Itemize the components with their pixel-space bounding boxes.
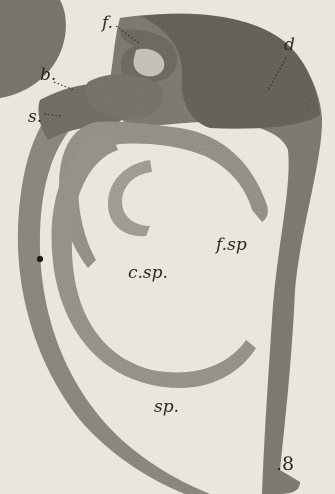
label-csp: c.sp.	[128, 263, 168, 283]
outer-arc-sp	[18, 96, 210, 494]
label-sp: sp.	[154, 397, 179, 417]
label-f: f.	[100, 13, 113, 33]
label-s: s.	[28, 107, 42, 127]
label-fsp: f.sp	[214, 235, 247, 255]
label-d: d	[284, 35, 295, 55]
small-curl-csp	[108, 160, 152, 236]
figure-number: .8	[276, 453, 294, 475]
dark-dot	[37, 256, 43, 262]
label-b: b.	[40, 65, 56, 85]
